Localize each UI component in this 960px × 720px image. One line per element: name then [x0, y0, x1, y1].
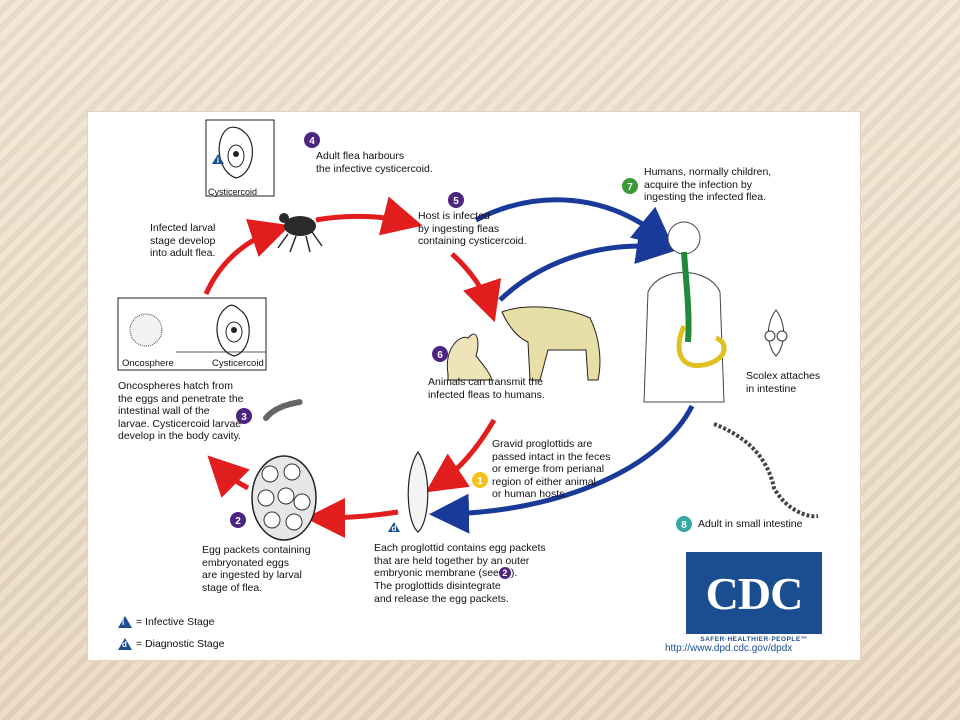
- step-3-text: Oncospheres hatch from the eggs and pene…: [118, 380, 244, 442]
- step-8-badge: [676, 516, 692, 532]
- arrow-proglottid-to-eggs: [305, 497, 399, 538]
- step-8-number: 8: [681, 520, 687, 531]
- step-1-text: Gravid proglottids are passed intact in …: [492, 438, 611, 500]
- step-4-text: Adult flea harbours the infective cystic…: [316, 150, 433, 175]
- cysticercoid-top-label: Cysticercoid: [208, 187, 258, 197]
- step-7-number: 7: [627, 182, 633, 193]
- arrow-eggs-to-larva: [207, 455, 250, 498]
- arrow-animals-to-proglottid: [425, 418, 497, 493]
- diagnostic-marker-letter: d: [392, 524, 397, 533]
- step-7-text: Humans, normally children, acquire the i…: [644, 166, 772, 203]
- arrow-host-to-animals: [450, 252, 502, 323]
- arrow-human-to-proglottid: [429, 404, 695, 534]
- digestive-tract: [681, 251, 692, 343]
- flea-larva: [263, 399, 303, 421]
- proglottid-text-2: The proglottids disintegrate and release…: [374, 580, 509, 605]
- flea-illustration: [277, 213, 323, 253]
- cat-illustration: [446, 333, 493, 381]
- proglottid: [407, 450, 429, 533]
- step-3-badge: [236, 408, 252, 424]
- step-5-badge: [448, 192, 464, 208]
- step-4-badge: [304, 132, 320, 148]
- step-5-text: Host is infected by ingesting fleas cont…: [418, 210, 527, 247]
- dog-illustration: [501, 306, 601, 381]
- scolex-illustration: [764, 309, 788, 357]
- lifecycle-figure: 4 5 7 6 3 1 2 8 i d Cysticercoid Adult f…: [88, 112, 860, 660]
- cdc-url: http://www.dpd.cdc.gov/dpdx: [665, 643, 793, 654]
- arrow-flea-to-host: [315, 196, 423, 236]
- see-step-2-badge: 2: [498, 567, 511, 579]
- infective-marker-letter: i: [217, 156, 219, 165]
- infective-legend-icon: i: [118, 616, 132, 628]
- arrow-larva-to-flea: [203, 218, 291, 296]
- adult-tapeworm: [713, 422, 819, 519]
- infective-marker-top: [212, 154, 224, 164]
- step-2-number: 2: [235, 516, 241, 527]
- cdc-logo: CDC: [686, 552, 822, 634]
- diagnostic-legend-icon: d: [118, 638, 132, 650]
- step-6-number: 6: [437, 350, 443, 361]
- step-1-badge: [472, 472, 488, 488]
- arrow-flea-to-human: [474, 197, 674, 248]
- step-1-number: 1: [477, 476, 483, 487]
- oncosphere-label: Oncosphere: [122, 358, 174, 369]
- legend-diagnostic: d = Diagnostic Stage: [118, 638, 224, 650]
- egg-packet: [251, 455, 317, 541]
- infected-larval-text: Infected larval stage develop into adult…: [150, 222, 216, 259]
- step-8-text: Adult in small intestine: [698, 518, 803, 530]
- step-6-text: Animals can transmit the infected fleas …: [428, 376, 545, 401]
- step-4-number: 4: [309, 136, 315, 147]
- arrow-animals-to-human: [498, 224, 677, 302]
- lifecycle-diagram-svg: 4 5 7 6 3 1 2 8 i d: [117, 119, 819, 541]
- step-7-badge: [622, 178, 638, 194]
- proglottid-text-1: Each proglottid contains egg packets tha…: [374, 542, 546, 579]
- cdc-tagline: SAFER·HEALTHIER·PEOPLE™: [700, 636, 808, 643]
- human-figure: [643, 221, 727, 403]
- diagnostic-marker: [388, 522, 400, 532]
- cysticercoid-mid-label: Cysticercoid: [212, 358, 264, 369]
- step-6-badge: [432, 346, 448, 362]
- step-5-number: 5: [453, 196, 459, 207]
- step-2-badge: [230, 512, 246, 528]
- step-2-text: Egg packets containing embryonated eggs …: [202, 544, 311, 594]
- legend-infective: i = Infective Stage: [118, 616, 215, 628]
- step-3-number: 3: [241, 412, 247, 423]
- scolex-label: Scolex attaches in intestine: [746, 370, 821, 395]
